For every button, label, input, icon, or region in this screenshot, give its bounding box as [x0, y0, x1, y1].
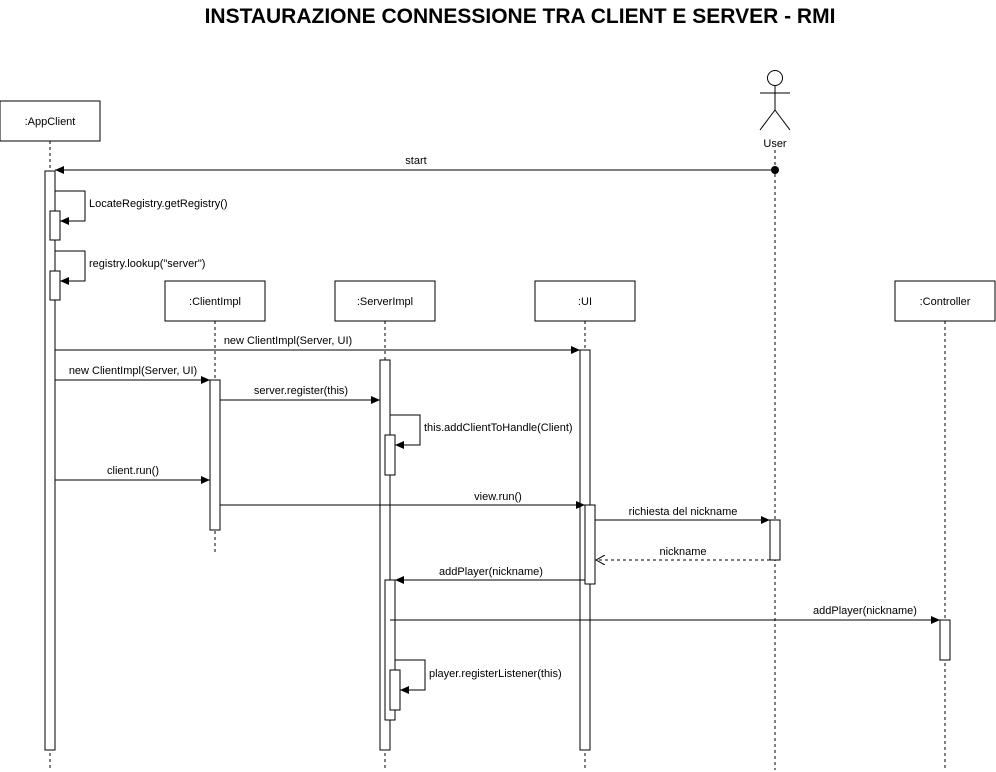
add-client-to-handle-arrow	[390, 414, 421, 449]
nickname-return-label: nickname	[659, 546, 706, 558]
view-run-label: view.run()	[474, 491, 522, 503]
activation-app-client	[44, 170, 56, 751]
registry-lookup-arrow	[55, 250, 86, 285]
activation-user	[769, 519, 781, 561]
participant-controller: :Controller	[894, 280, 996, 322]
participant-controller-label: :Controller	[920, 296, 971, 308]
activation-server-impl-add-player	[384, 579, 396, 721]
participant-app-client: :AppClient	[0, 100, 101, 142]
start-message-label: start	[405, 155, 426, 167]
add-client-to-handle-label: this.addClientToHandle(Client)	[424, 422, 573, 434]
client-run-label: client.run()	[107, 465, 159, 477]
participant-ui-label: :UI	[578, 296, 592, 308]
add-player-controller-label: addPlayer(nickname)	[813, 605, 917, 617]
new-client-impl-ui-label: new ClientImpl(Server, UI)	[224, 335, 352, 347]
activation-server-impl-add-client	[384, 434, 396, 476]
register-listener-arrow	[395, 659, 426, 694]
participant-server-impl: :ServerImpl	[334, 280, 436, 322]
register-listener-label: player.registerListener(this)	[429, 668, 562, 680]
activation-server-impl	[379, 359, 391, 751]
diagram-title: INSTAURAZIONE CONNESSIONE TRA CLIENT E S…	[205, 5, 836, 28]
participant-client-impl: :ClientImpl	[164, 280, 266, 322]
user-actor-icon	[759, 70, 791, 131]
activation-client-impl	[209, 379, 221, 531]
registry-lookup-label: registry.lookup("server")	[89, 258, 205, 270]
activation-ui-view-run	[584, 504, 596, 585]
participant-ui: :UI	[534, 280, 636, 322]
activation-server-impl-register-listener	[389, 669, 401, 711]
server-register-label: server.register(this)	[254, 385, 348, 397]
participant-app-client-label: :AppClient	[25, 116, 76, 128]
participant-server-impl-label: :ServerImpl	[357, 296, 413, 308]
locate-registry-arrow	[55, 190, 86, 225]
locate-registry-label: LocateRegistry.getRegistry()	[89, 198, 228, 210]
activation-app-client-locate	[49, 210, 61, 241]
participant-client-impl-label: :ClientImpl	[189, 296, 241, 308]
richiesta-nickname-label: richiesta del nickname	[629, 506, 738, 518]
activation-app-client-lookup	[49, 270, 61, 301]
activation-controller	[939, 619, 951, 661]
add-player-server-label: addPlayer(nickname)	[439, 566, 543, 578]
new-client-impl-label: new ClientImpl(Server, UI)	[69, 365, 197, 377]
user-actor-label: User	[763, 138, 787, 150]
